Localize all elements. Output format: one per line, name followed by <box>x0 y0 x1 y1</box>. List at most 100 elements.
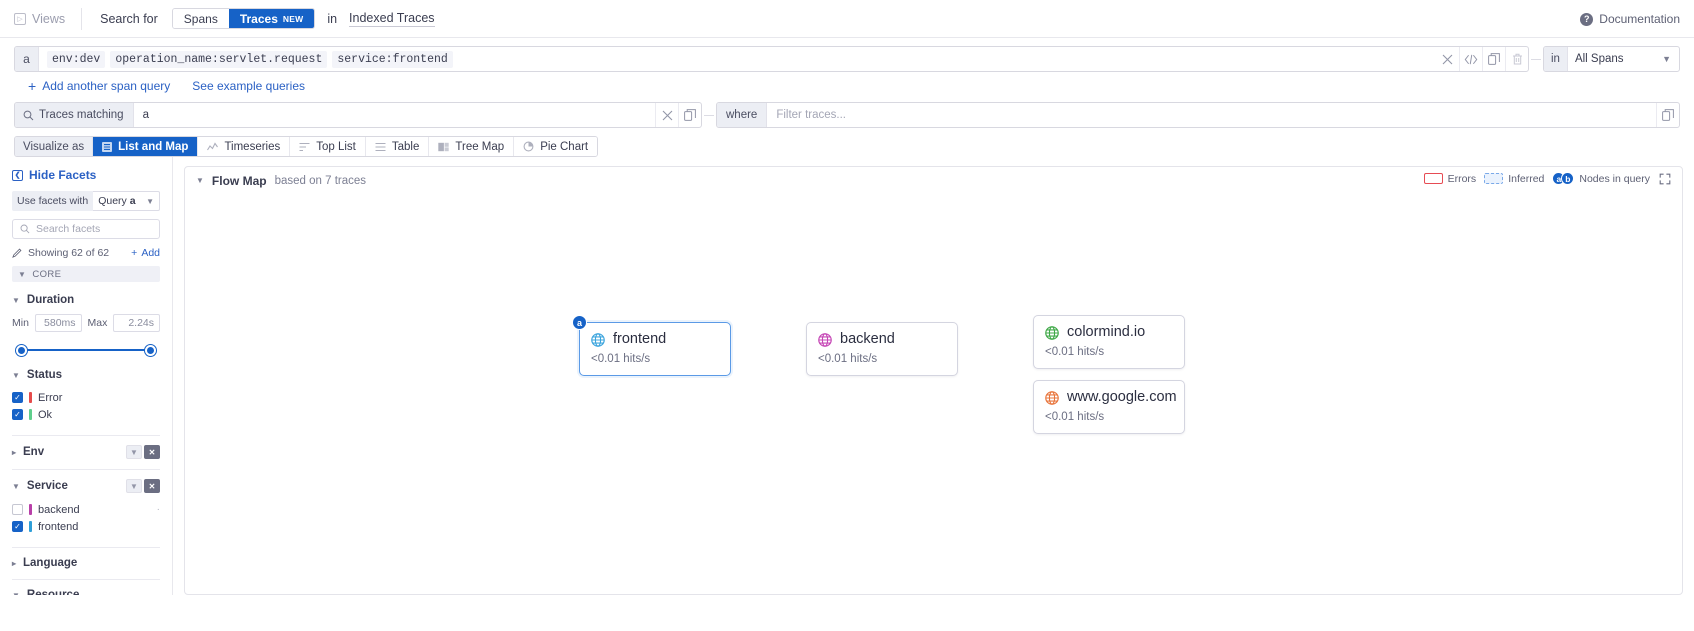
visualize-as-row: Visualize as List and Map Timeseries Top… <box>0 128 1694 157</box>
facet-title-status: Status <box>26 369 63 381</box>
slider-knob-min[interactable] <box>16 345 27 356</box>
add-facet-button[interactable]: + Add <box>131 247 160 259</box>
search-icon <box>20 224 30 234</box>
viz-option-label: Top List <box>316 140 356 153</box>
checkbox-checked-icon[interactable]: ✓ <box>12 521 23 532</box>
facet-title-env: Env <box>23 446 45 458</box>
search-facets-input[interactable]: Search facets <box>12 219 160 239</box>
add-another-span-query-button[interactable]: + Add another span query <box>28 79 170 93</box>
pencil-icon <box>12 248 22 258</box>
span-query-box[interactable]: a env:dev operation_name:servlet.request… <box>14 46 1529 72</box>
traces-matching-row: Traces matching a where Filter traces... <box>0 93 1694 128</box>
inferred-swatch-icon <box>1484 173 1504 184</box>
duplicate-query-button[interactable] <box>1482 47 1505 71</box>
scope-selector[interactable]: Indexed Traces <box>349 10 435 27</box>
status-color-swatch <box>29 392 32 403</box>
duration-min-input[interactable]: 580ms <box>34 314 82 332</box>
legend-inferred: Inferred <box>1484 173 1544 185</box>
facet-header-language[interactable]: ▸ Language <box>12 557 160 569</box>
clear-matching-button[interactable] <box>655 103 678 127</box>
traces-matching-value[interactable]: a <box>142 109 149 121</box>
facet-clear-icon[interactable]: ✕ <box>144 479 160 493</box>
facet-item-service-frontend[interactable]: ✓ frontend <box>12 518 160 535</box>
chevron-down-icon[interactable]: ▼ <box>196 176 204 185</box>
chevron-down-icon: ▼ <box>12 590 20 596</box>
span-scope-label: in <box>1544 47 1568 71</box>
duplicate-where-button[interactable] <box>1656 103 1679 127</box>
facet-section-core-label: CORE <box>32 268 62 280</box>
facet-header-service[interactable]: ▼ Service ▼ ✕ <box>12 479 160 493</box>
globe-icon <box>818 333 832 347</box>
facet-item-label: frontend <box>38 520 79 533</box>
facet-group-service: ▼ Service ▼ ✕ backend · ✓ frontend <box>12 479 160 535</box>
globe-icon <box>591 333 605 347</box>
hide-facets-button[interactable]: ❮ Hide Facets <box>12 168 160 182</box>
facet-header-status[interactable]: ▼ Status <box>12 369 160 381</box>
code-view-button[interactable] <box>1459 47 1482 71</box>
viz-option-table[interactable]: Table <box>365 137 430 156</box>
facet-filter-icon[interactable]: ▼ <box>126 445 142 459</box>
duration-range-slider[interactable] <box>14 343 158 357</box>
see-example-queries-link[interactable]: See example queries <box>192 79 306 93</box>
where-filter-box[interactable]: where Filter traces... <box>716 102 1680 128</box>
viz-option-top-list[interactable]: Top List <box>290 137 366 156</box>
span-scope-value: All Spans <box>1574 53 1624 65</box>
facets-showing-label: Showing 62 of 62 <box>28 247 110 259</box>
flow-node-frontend[interactable]: a frontend <0.01 hits/s <box>572 315 731 376</box>
clear-query-button[interactable] <box>1436 47 1459 71</box>
question-circle-icon: ? <box>1580 12 1594 26</box>
duplicate-matching-button[interactable] <box>678 103 701 127</box>
facet-item-status-error[interactable]: ✓ Error <box>12 389 160 406</box>
span-scope-select[interactable]: in All Spans ▼ <box>1543 46 1680 72</box>
tab-traces[interactable]: Traces NEW <box>228 9 315 28</box>
documentation-link[interactable]: ? Documentation <box>1580 0 1680 38</box>
tab-spans[interactable]: Spans <box>172 9 229 28</box>
flow-node-rate: <0.01 hits/s <box>1045 410 1105 423</box>
facets-showing-row: Showing 62 of 62 + Add <box>12 247 160 259</box>
legend-errors-label: Errors <box>1447 172 1477 185</box>
facet-item-overflow-icon[interactable]: · <box>156 504 160 515</box>
facet-header-resource[interactable]: ▼ Resource <box>12 589 160 595</box>
duration-min-label: Min <box>12 317 29 329</box>
use-facets-with-select[interactable]: Query a ▼ <box>93 191 160 211</box>
status-color-swatch <box>29 409 32 420</box>
query-tag[interactable]: env:dev <box>47 50 106 68</box>
checkbox-unchecked-icon[interactable] <box>12 504 23 515</box>
facet-item-label: backend <box>38 503 80 516</box>
flow-node-rate: <0.01 hits/s <box>1045 345 1105 358</box>
delete-query-button[interactable] <box>1505 47 1528 71</box>
traces-matching-box[interactable]: Traces matching a <box>14 102 702 128</box>
flow-node-title-row: colormind.io <box>1045 324 1172 341</box>
duration-max-input[interactable]: 2.24s <box>113 314 161 332</box>
expand-icon[interactable] <box>1658 172 1671 185</box>
flow-node-colormind-io[interactable]: colormind.io <0.01 hits/s <box>1033 315 1185 369</box>
chevron-down-icon: ▼ <box>12 481 20 491</box>
query-tag[interactable]: operation_name:servlet.request <box>110 50 328 68</box>
viz-option-list-and-map[interactable]: List and Map <box>93 137 199 156</box>
flow-map-graph[interactable]: a frontend <0.01 hits/s <box>185 194 1682 594</box>
query-tag[interactable]: service:frontend <box>332 50 453 68</box>
viz-option-tree-map[interactable]: Tree Map <box>429 137 515 156</box>
node-badge-group: a b <box>1552 172 1575 185</box>
pie-chart-icon <box>523 141 534 152</box>
filter-traces-input[interactable]: Filter traces... <box>776 109 846 121</box>
viz-option-timeseries[interactable]: Timeseries <box>198 137 291 156</box>
facet-header-env[interactable]: ▸ Env ▼ ✕ <box>12 445 160 459</box>
viz-option-pie-chart[interactable]: Pie Chart <box>514 137 598 156</box>
flow-map-header: ▼ Flow Map based on 7 traces <box>185 167 1682 194</box>
checkbox-checked-icon[interactable]: ✓ <box>12 392 23 403</box>
slider-knob-max[interactable] <box>145 345 156 356</box>
flow-node-www-google-com[interactable]: www.google.com <0.01 hits/s <box>1033 380 1185 434</box>
query-tag-list[interactable]: env:dev operation_name:servlet.request s… <box>39 47 1436 71</box>
facet-clear-icon[interactable]: ✕ <box>144 445 160 459</box>
facet-item-service-backend[interactable]: backend · <box>12 501 160 518</box>
facet-filter-icon[interactable]: ▼ <box>126 479 142 493</box>
viz-option-label: Timeseries <box>224 140 281 153</box>
flow-node-backend[interactable]: backend <0.01 hits/s <box>806 322 958 376</box>
facet-section-core[interactable]: ▼ CORE <box>12 266 160 282</box>
checkbox-checked-icon[interactable]: ✓ <box>12 409 23 420</box>
facet-header-duration[interactable]: ▼ Duration <box>12 294 160 306</box>
facet-item-status-ok[interactable]: ✓ Ok <box>12 406 160 423</box>
viz-option-label: Table <box>391 140 420 153</box>
views-button[interactable]: ▷ Views <box>14 0 81 38</box>
